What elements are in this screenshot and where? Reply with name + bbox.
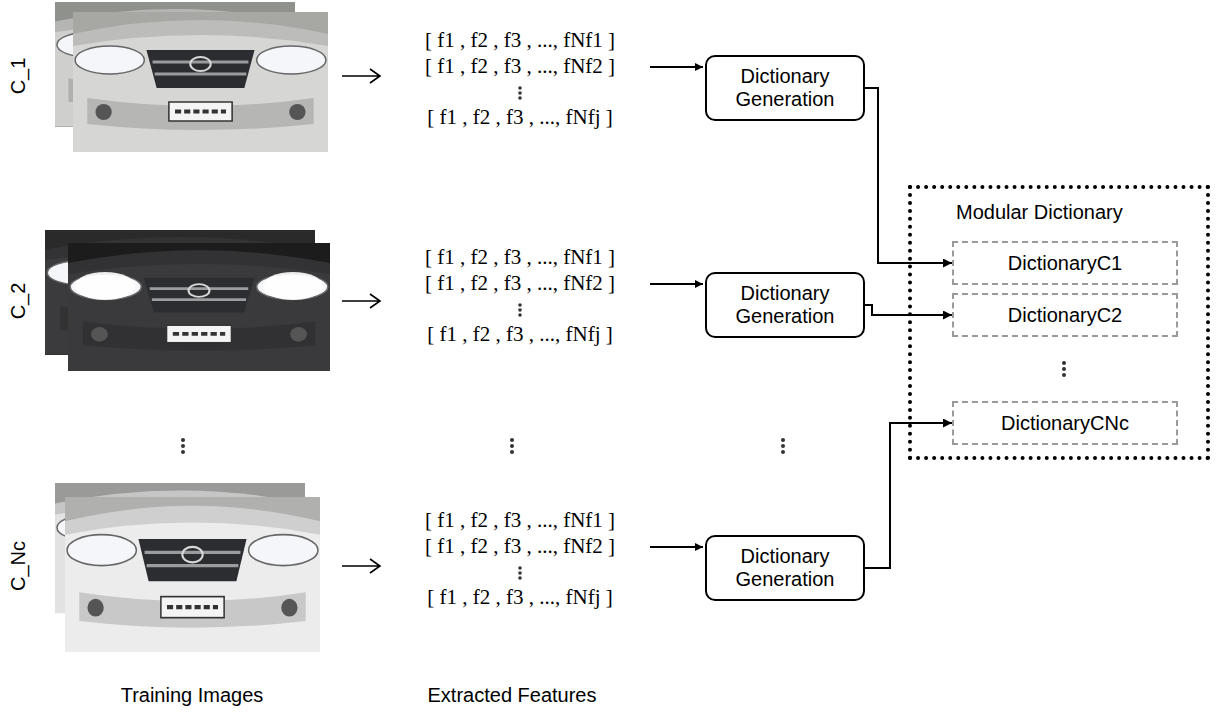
column-caption: Training Images [121, 684, 264, 707]
training-image-pair [45, 230, 330, 371]
group-heading: Modular Dictionary [956, 201, 1123, 224]
car-photo [73, 20, 328, 152]
vertical-ellipsis [181, 86, 1066, 580]
feature-vector: [ f1 , f2 , f3 , ..., fNf1 ] [425, 508, 615, 532]
box-text: Dictionary Generation [713, 282, 857, 328]
class-label: C_2 [7, 283, 30, 320]
feature-vector: [ f1 , f2 , f3 , ..., fNfj ] [427, 585, 612, 609]
solid-arrow [650, 66, 703, 68]
solid-arrow [650, 546, 703, 548]
class-label: C_1 [7, 58, 30, 95]
feature-vector: [ f1 , f2 , f3 , ..., fNfj ] [427, 105, 612, 129]
open-arrow [342, 559, 380, 573]
column-caption: Extracted Features [428, 684, 597, 707]
photo-front [73, 12, 328, 152]
box-text: Dictionary Generation [713, 545, 857, 591]
car-photo [68, 250, 330, 371]
dictionary-box: DictionaryCNc [952, 401, 1178, 445]
training-image-pair [55, 2, 328, 152]
process-box: Dictionary Generation [705, 272, 865, 338]
photo-front [65, 497, 320, 652]
feature-vector: [ f1 , f2 , f3 , ..., fNf1 ] [425, 28, 615, 52]
dictionary-box: DictionaryC1 [952, 241, 1178, 285]
car-photo [65, 506, 320, 652]
box-text: DictionaryCNc [1001, 412, 1129, 435]
class-label: C_Nc [7, 541, 30, 591]
open-arrows [342, 69, 380, 573]
feature-vector: [ f1 , f2 , f3 , ..., fNf1 ] [425, 245, 615, 269]
open-arrow [342, 69, 380, 83]
group-box: Modular DictionaryDictionaryC1Dictionary… [908, 185, 1210, 460]
feature-vector: [ f1 , f2 , f3 , ..., fNf2 ] [425, 534, 615, 558]
process-box: Dictionary Generation [705, 535, 865, 601]
feature-arrows [650, 67, 703, 547]
training-image-pair [55, 483, 320, 652]
solid-arrow [650, 283, 703, 285]
open-arrow [342, 294, 380, 308]
box-text: Dictionary Generation [713, 65, 857, 111]
feature-vector: [ f1 , f2 , f3 , ..., fNfj ] [427, 322, 612, 346]
photo-front [68, 243, 330, 371]
feature-vector: [ f1 , f2 , f3 , ..., fNf2 ] [425, 271, 615, 295]
box-text: DictionaryC2 [1008, 304, 1122, 327]
process-box: Dictionary Generation [705, 55, 865, 121]
feature-vector: [ f1 , f2 , f3 , ..., fNf2 ] [425, 54, 615, 78]
headlight-glow [263, 272, 323, 300]
dictionary-box: DictionaryC2 [952, 293, 1178, 337]
box-text: DictionaryC1 [1008, 252, 1122, 275]
headlight-glow [75, 272, 135, 300]
